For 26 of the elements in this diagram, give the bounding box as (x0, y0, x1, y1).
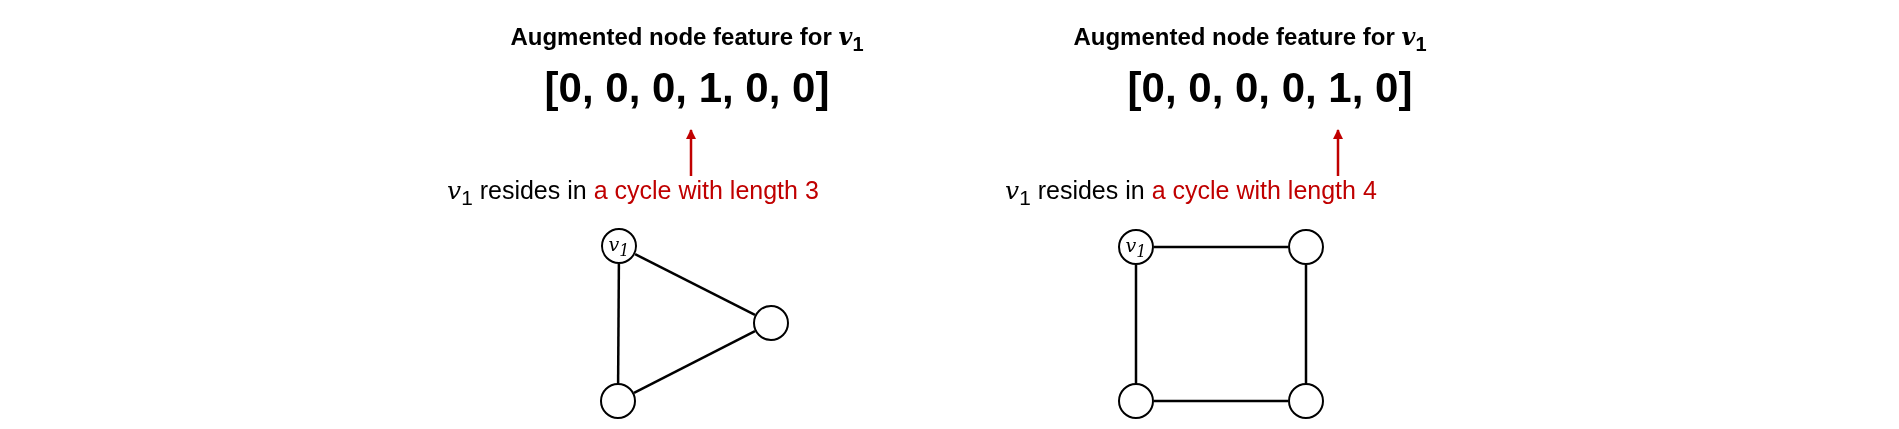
graph-node-circle (753, 305, 789, 341)
graph-node-circle (601, 228, 637, 264)
graph-node-circle (600, 383, 636, 419)
arrow (1333, 129, 1343, 176)
graph-edge (633, 330, 756, 394)
highlighted-text: a cycle with length 3 (593, 176, 819, 205)
graph-edge (616, 264, 621, 383)
description-text: v$_{1}$ resides in (1005, 176, 1145, 210)
graph-node-circle (1288, 229, 1324, 265)
arrow (686, 129, 696, 176)
description-text: v$_{1}$ resides in (447, 176, 587, 210)
feature-heading: Augmented node feature for v$_{1}$ (510, 22, 864, 56)
feature-vector: [0, 0, 0, 1, 0, 0] (544, 63, 830, 112)
node-label: v$_{1}$ (608, 232, 630, 260)
graph-edge (1154, 245, 1288, 249)
node-label: v$_{1}$ (1125, 233, 1147, 261)
graph-edge (1134, 265, 1138, 383)
graph-node-circle (1118, 229, 1154, 265)
feature-heading: Augmented node feature for v$_{1}$ (1073, 22, 1427, 56)
graph-node-circle (1118, 383, 1154, 419)
graph-edge (634, 253, 756, 316)
graph-edge (1304, 265, 1308, 383)
graph-edge (1154, 399, 1288, 403)
feature-vector: [0, 0, 0, 0, 1, 0] (1126, 63, 1413, 112)
highlighted-text: a cycle with length 4 (1151, 176, 1377, 205)
graph-node-circle (1288, 383, 1324, 419)
